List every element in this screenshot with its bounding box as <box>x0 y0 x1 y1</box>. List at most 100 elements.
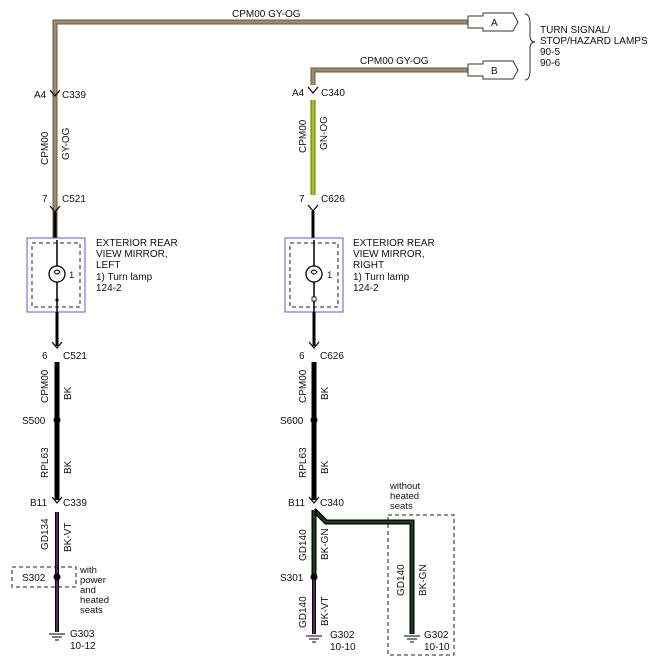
wire-b-label: CPM00 GY-OG <box>360 56 429 67</box>
right-option-2: heated <box>390 491 419 502</box>
left-ground-ref: 10-12 <box>70 641 96 652</box>
left-c339-pin: A4 <box>34 90 47 101</box>
connector-a-label: A <box>491 18 498 29</box>
right-mirror-label-5: 124-2 <box>353 283 379 294</box>
right-mirror-label-2: VIEW MIRROR, <box>353 249 425 260</box>
left-c521-bottom-connector-icon <box>51 341 63 349</box>
connector-a-shape <box>467 12 519 32</box>
right-ground-ref: 10-10 <box>330 642 356 653</box>
right-c340b-connector-icon <box>308 496 320 504</box>
right-lamp-pin: 1 <box>327 270 332 281</box>
turn-signal-title-2: STOP/HAZARD LAMPS <box>540 36 648 47</box>
left-ground-label: G303 <box>70 629 95 640</box>
right-alt-ground-icon <box>404 635 420 643</box>
right-mirror-label-4: 1) Turn lamp <box>353 272 410 283</box>
left-c339-label: C339 <box>62 90 86 101</box>
right-c340b-label: C340 <box>320 498 344 509</box>
right-wire3-circuit: RPL63 <box>298 447 309 478</box>
right-option-1: without <box>389 481 420 492</box>
connector-b-shape <box>467 60 519 80</box>
right-c626-connector-icon <box>307 204 319 212</box>
left-lamp-pin: 1 <box>69 270 74 281</box>
right-alt-ground-ref: 10-10 <box>424 642 450 653</box>
right-wire3-color: BK <box>320 460 331 474</box>
left-wire4-color: BK-VT <box>63 523 74 552</box>
right-wire5-circuit: GD140 <box>298 596 309 628</box>
wire-cpm00-gy-og-to-a-core <box>53 20 468 260</box>
left-wire3-circuit: RPL63 <box>40 447 51 478</box>
left-c521-bottom-label: C521 <box>63 351 87 362</box>
right-c626-pin-bottom: 6 <box>299 351 305 362</box>
right-mirror-label-1: EXTERIOR REAR <box>353 238 435 249</box>
left-splice2-label: S302 <box>22 573 46 584</box>
left-option-4: heated <box>80 595 109 606</box>
left-turn-lamp-filament <box>53 269 61 275</box>
right-mirror-label-3: RIGHT <box>353 260 384 271</box>
right-c340-label: C340 <box>321 88 345 99</box>
left-mirror-label-2: VIEW MIRROR, <box>96 249 168 260</box>
right-wire1-circuit: CPM00 <box>298 119 309 153</box>
turn-signal-title-1: TURN SIGNAL/ <box>540 25 610 36</box>
right-wire5-color: BK-VT <box>320 597 331 626</box>
wire-a-label: CPM00 GY-OG <box>232 9 301 20</box>
left-option-3: and <box>80 585 96 596</box>
turn-signal-ref-1: 90-5 <box>540 47 560 58</box>
left-c521-pin-bottom: 6 <box>42 351 48 362</box>
right-mirror-terminal <box>311 296 317 302</box>
left-option-2: power <box>80 575 106 586</box>
turn-signal-ref-2: 90-6 <box>540 58 560 69</box>
right-c626-bottom-label: C626 <box>320 351 344 362</box>
left-wire4-circuit: GD134 <box>40 518 51 550</box>
left-ground-icon <box>49 633 65 641</box>
left-splice-s500 <box>53 416 61 424</box>
right-splice1-label: S600 <box>280 416 304 427</box>
left-mirror-terminal <box>55 298 59 302</box>
left-mirror-label-4: 1) Turn lamp <box>96 272 153 283</box>
connector-b-label: B <box>491 66 498 77</box>
right-ground-label: G302 <box>330 630 355 641</box>
left-s302-option-box <box>11 566 77 588</box>
right-c626-pin-top: 7 <box>299 194 305 205</box>
left-mirror-label-1: EXTERIOR REAR <box>96 238 178 249</box>
left-option-5: seats <box>80 605 103 616</box>
right-option-3: seats <box>390 501 413 512</box>
turn-signal-brace <box>524 13 536 81</box>
left-wire2-color: BK <box>63 386 74 400</box>
right-wire2-circuit: CPM00 <box>298 369 309 403</box>
right-wire-bk-gn-branch-core <box>313 509 414 634</box>
left-c521-top-label: C521 <box>62 194 86 205</box>
left-wire1-circuit: CPM00 <box>40 131 51 165</box>
right-c626-top-label: C626 <box>321 194 345 205</box>
left-c339b-label: C339 <box>63 498 87 509</box>
right-alt-wire-circuit: GD140 <box>396 564 407 596</box>
right-alt-wire-color: BK-GN <box>418 564 429 596</box>
wire-cpm00-gy-og-to-b-core <box>311 68 468 85</box>
left-mirror-label-3: LEFT <box>96 260 120 271</box>
left-c339b-pin: B11 <box>30 498 47 509</box>
right-splice-s600 <box>310 416 318 424</box>
left-splice1-label: S500 <box>22 416 46 427</box>
wire-cpm00-gy-og-to-b <box>310 67 468 85</box>
right-wire4-color: BK-GN <box>320 528 331 560</box>
right-splice-s301 <box>310 573 318 581</box>
right-turn-lamp-filament <box>310 269 318 275</box>
right-c340-pin: A4 <box>292 88 305 99</box>
right-alt-ground-label: G302 <box>424 630 449 641</box>
left-wire3-color: BK <box>63 460 74 474</box>
right-ground-icon <box>306 635 322 643</box>
left-mirror-label-5: 124-2 <box>96 283 122 294</box>
right-c340b-pin: B11 <box>288 498 305 509</box>
right-wire2-color: BK <box>320 386 331 400</box>
left-wire2-circuit: CPM00 <box>40 369 51 403</box>
left-mirror-inner <box>31 242 81 308</box>
left-c521-pin-top: 7 <box>42 194 48 205</box>
left-c339b-connector-icon <box>51 496 63 504</box>
left-splice-s302 <box>53 573 61 581</box>
right-wire4-circuit: GD140 <box>298 529 309 561</box>
right-c626-bottom-connector-icon <box>308 341 320 349</box>
right-c340-connector-icon <box>307 86 319 94</box>
left-wire1-color: GY-OG <box>61 127 72 160</box>
right-splice2-label: S301 <box>280 573 304 584</box>
left-c339-connector-icon <box>49 89 61 97</box>
